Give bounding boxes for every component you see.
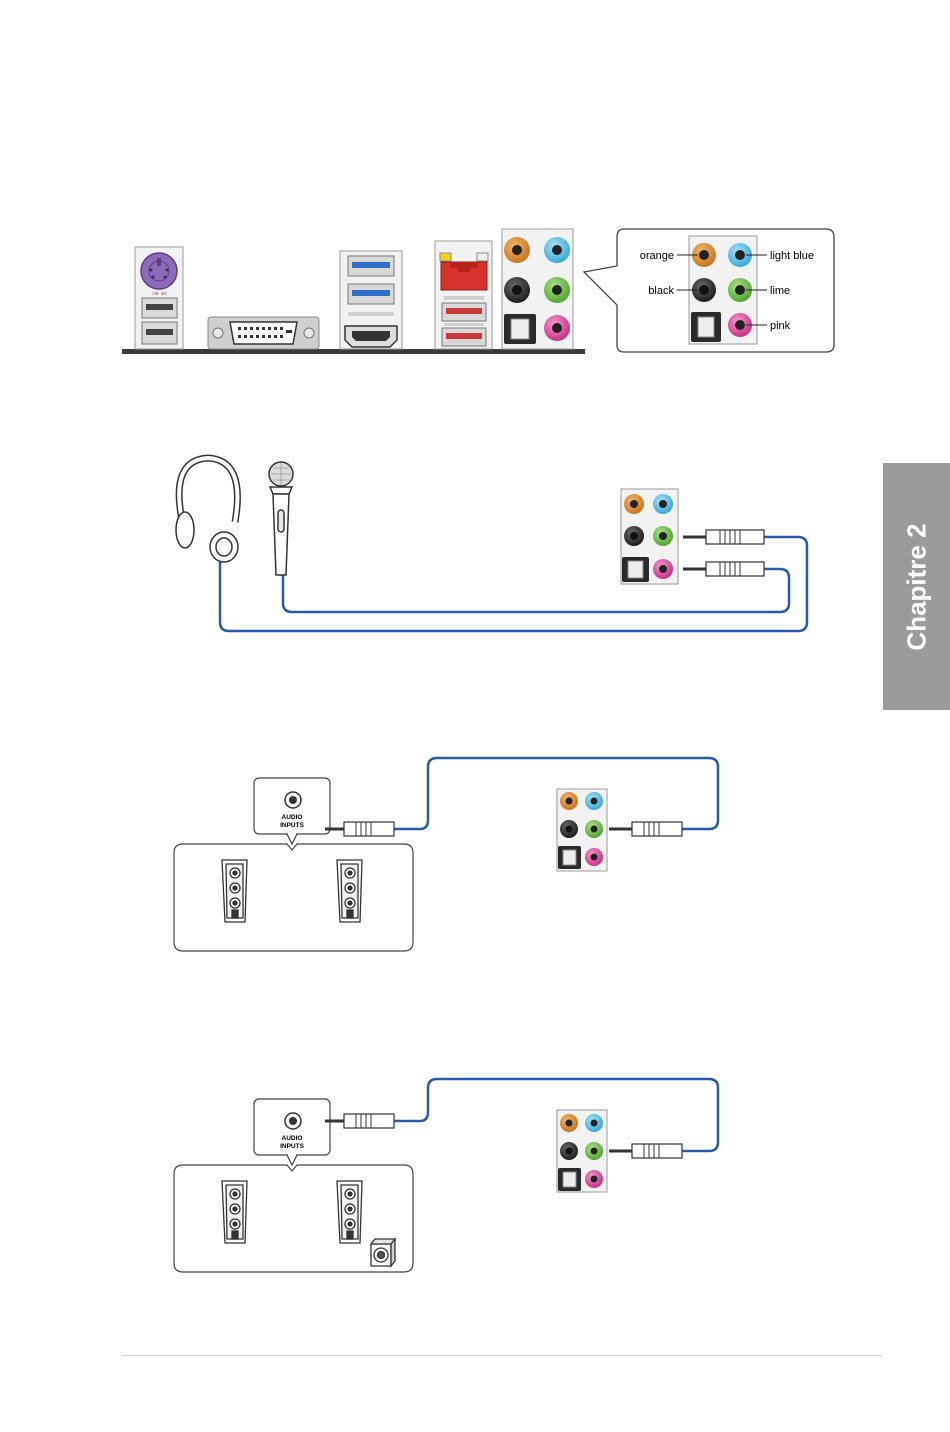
speaker-cable-1 xyxy=(393,758,718,829)
plug-lime-3 xyxy=(609,1144,682,1158)
chapter-tab: Chapitre 2 xyxy=(883,463,950,710)
dvi-port xyxy=(208,317,319,349)
headphone-mic-diagram xyxy=(0,440,950,660)
legend-label-light-blue: light blue xyxy=(770,250,814,262)
headphones-icon xyxy=(176,458,238,562)
svg-text:⇒ ⇐: ⇒ ⇐ xyxy=(152,289,168,298)
plug-speaker-input-2 xyxy=(325,1114,394,1128)
chapter-tab-label: Chapitre 2 xyxy=(901,523,932,650)
two-channel-speaker-diagram: AUDIO INPUTS xyxy=(0,750,950,960)
plug-lime xyxy=(683,530,764,544)
jack-legend-callout: orange black light blue lime pink xyxy=(584,229,834,352)
lan-usb-block xyxy=(435,241,492,349)
speaker-left-icon-2 xyxy=(222,1181,247,1243)
microphone-icon xyxy=(269,462,293,575)
legend-label-pink: pink xyxy=(770,320,791,332)
footer-rule xyxy=(122,1355,882,1356)
two-one-channel-speaker-diagram: AUDIO INPUTS xyxy=(0,1070,950,1280)
audio-inputs-label-line1: AUDIO xyxy=(282,814,303,821)
io-panel-base xyxy=(122,349,585,354)
ps2-usb-block: ⇒ ⇐ xyxy=(135,247,183,349)
audio-inputs-label-line2-2: INPUTS xyxy=(280,1143,305,1150)
audio-inputs-label-line2: INPUTS xyxy=(280,822,305,829)
legend-label-black: black xyxy=(648,285,674,297)
speaker-right-icon xyxy=(337,860,362,922)
audio-jack-block-3 xyxy=(557,789,607,871)
plug-pink xyxy=(683,562,764,576)
speaker-left-icon xyxy=(222,860,247,922)
usb3-hdmi-block xyxy=(340,251,402,349)
audio-jack-block-4 xyxy=(557,1110,607,1192)
plug-lime-2 xyxy=(609,822,682,836)
speaker-cable-2 xyxy=(393,1079,718,1151)
audio-jack-block-2 xyxy=(621,489,678,584)
speaker-right-icon-2 xyxy=(337,1181,362,1243)
audio-inputs-label-line1-2: AUDIO xyxy=(282,1135,303,1142)
plug-speaker-input-1 xyxy=(325,822,394,836)
legend-label-lime: lime xyxy=(770,285,790,297)
legend-label-orange: orange xyxy=(640,250,674,262)
audio-jack-block xyxy=(502,229,573,349)
headphone-cable xyxy=(220,537,807,631)
subwoofer-icon xyxy=(371,1239,395,1266)
rear-io-panel-diagram: ⇒ ⇐ xyxy=(0,0,950,400)
